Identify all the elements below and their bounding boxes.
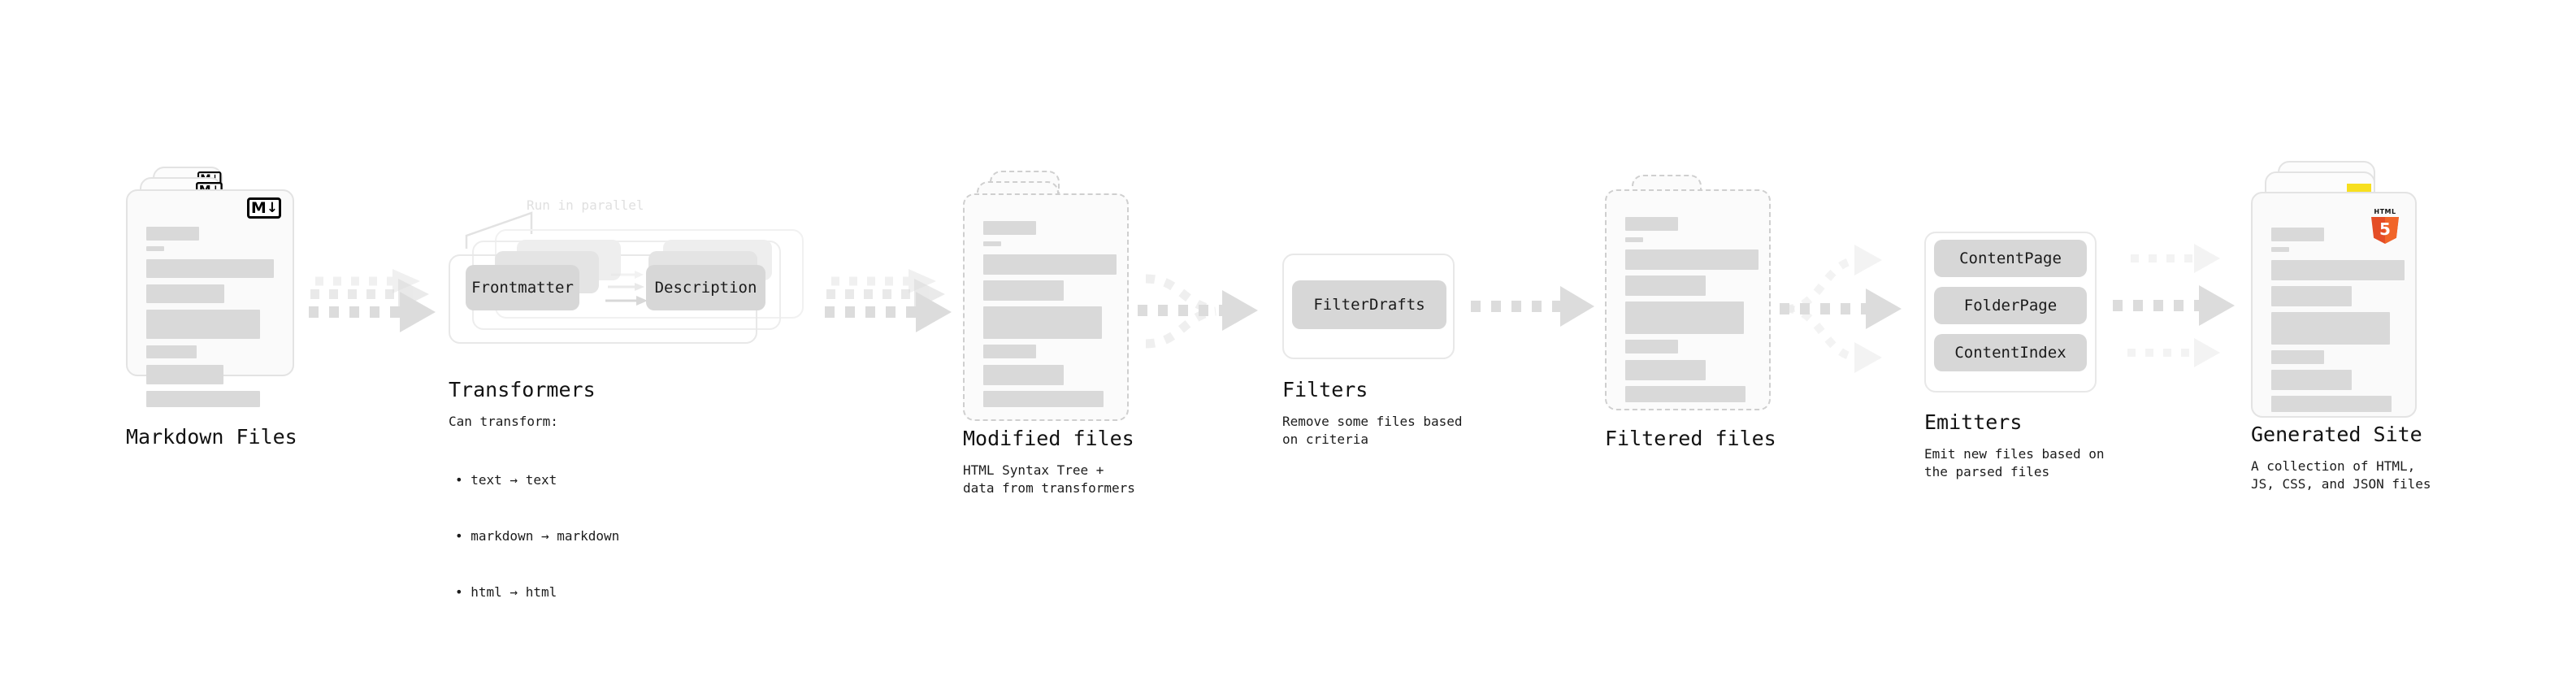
transformer-pill-frontmatter[interactable]: Frontmatter [466,265,579,310]
emitter-pill-folderpage-label: FolderPage [1963,297,2058,314]
transformer-pill-frontmatter-label: Frontmatter [471,279,574,297]
doc-bar [146,365,223,384]
markdown-files-title: Markdown Files [126,425,297,449]
doc-bar [146,246,164,251]
doc-bar [1625,301,1744,334]
doc-bar [2271,370,2352,390]
run-in-parallel-label: Run in parallel [527,197,644,213]
transformer-pill-description-label: Description [654,279,757,297]
html5-icon: HTML 5 [2371,208,2399,244]
doc-bar [2271,260,2405,280]
doc-bar [1625,237,1643,242]
doc-bar [983,391,1104,407]
filters-subtitle: Remove some files based on criteria [1282,414,1463,447]
transformers-bullet-text: html → html [471,584,557,600]
html5-icon-number: 5 [2379,219,2391,239]
arrow-emitters-to-site [2113,244,2235,367]
filter-pill-filterdrafts[interactable]: FilterDrafts [1292,280,1446,329]
doc-bar [983,306,1102,339]
arrow-filtered-to-emitters [1780,245,1902,373]
transformers-bullet-text: text → text [471,472,557,488]
doc-bar [983,254,1117,275]
doc-bar [146,227,199,241]
transformers-subtitle-heading: Can transform: [449,414,558,429]
emitter-pill-folderpage[interactable]: FolderPage [1934,287,2087,324]
doc-bar [1625,340,1678,354]
generated-site-card-stack: CSS HTML 5 [2251,161,2417,418]
emitter-pill-contentindex[interactable]: ContentIndex [1934,334,2087,371]
transformers-bullet-item: • markdown → markdown [455,528,620,544]
emitter-pill-contentpage[interactable]: ContentPage [1934,240,2087,277]
markdown-icon: M↓ [247,197,281,219]
transformers-bullet-list: • text → text • markdown → markdown • ht… [455,433,619,639]
doc-bar [146,391,260,407]
generated-site-subtitle: A collection of HTML, JS, CSS, and JSON … [2251,458,2431,492]
doc-bar [146,259,274,278]
doc-bar [2271,350,2324,364]
html5-icon-wordmark: HTML [2374,208,2396,215]
generated-site-title: Generated Site [2251,423,2422,446]
doc-bar [146,310,260,339]
markdown-file-card-front [126,189,294,376]
doc-bar [983,365,1064,385]
emitters-subtitle: Emit new files based on the parsed files [1924,446,2105,479]
transformers-bullet-item: • html → html [455,584,557,600]
modified-files-title: Modified files [963,427,1134,450]
doc-bar [983,221,1036,235]
doc-bar [1625,249,1759,270]
transformers-title: Transformers [449,378,596,401]
emitter-pill-contentindex-label: ContentIndex [1954,344,2066,362]
arrow-modified-to-filters [1138,274,1258,349]
filtered-files-title: Filtered files [1605,427,1776,450]
arrow-transformers-to-modified [825,269,952,332]
arrow-markdown-to-transformers [309,269,436,332]
markdown-icon-letter: M [250,198,267,217]
transformer-pill-description[interactable]: Description [646,265,765,310]
doc-bar [1625,386,1746,402]
doc-bar [983,280,1064,301]
doc-bar [2271,247,2289,252]
transformer-inner-arrows [605,271,648,306]
emitters-title: Emitters [1924,410,2023,434]
doc-bar [146,345,197,358]
doc-bar [2271,228,2324,241]
doc-bar [2271,312,2390,345]
doc-bar [983,241,1001,246]
modified-files-subtitle: HTML Syntax Tree + data from transformer… [963,462,1135,496]
run-in-parallel-bracket [465,211,533,249]
doc-bar [2271,286,2352,306]
doc-bar [1625,360,1706,380]
markdown-icon-arrow: ↓ [266,199,278,216]
doc-bar [983,345,1036,358]
doc-bar [2271,396,2392,412]
doc-bar [1625,275,1706,296]
filters-title: Filters [1282,378,1368,401]
filter-pill-filterdrafts-label: FilterDrafts [1313,296,1425,314]
doc-bar [146,284,224,303]
emitter-pill-contentpage-label: ContentPage [1959,249,2062,267]
transformers-bullet-text: markdown → markdown [471,528,620,544]
doc-bar [1625,217,1678,231]
arrow-filters-to-filtered [1471,286,1594,327]
transformers-bullet-item: • text → text [455,472,557,488]
